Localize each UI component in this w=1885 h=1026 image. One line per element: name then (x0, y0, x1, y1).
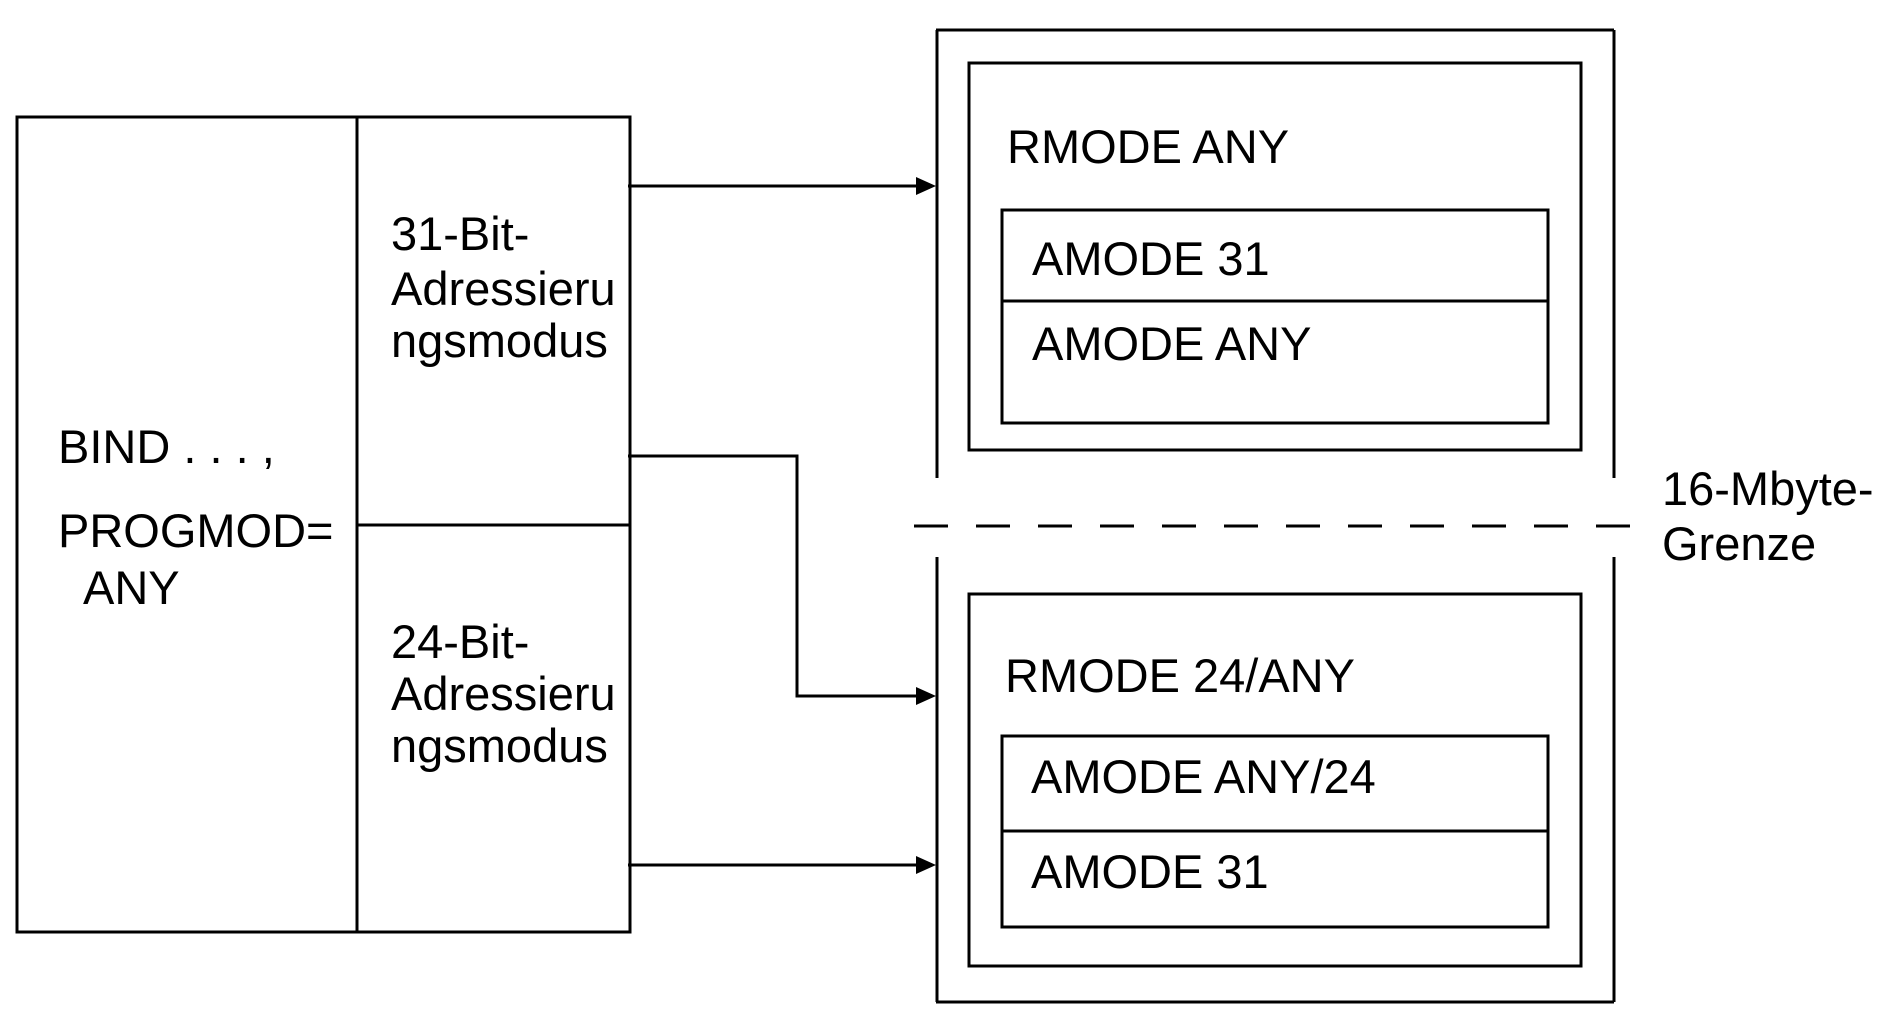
mode-31-line-3: ngsmodus (391, 314, 608, 367)
upper-amode-1: AMODE 31 (1032, 232, 1270, 285)
arrowhead-icon (916, 856, 936, 874)
progmod-value-text: ANY (83, 561, 180, 614)
bind-command-text: BIND . . . , (58, 420, 275, 473)
upper-region-box (967, 61, 1583, 452)
boundary-label-line-2: Grenze (1662, 517, 1816, 570)
upper-amode-2: AMODE ANY (1032, 317, 1311, 370)
lower-region: RMODE 24/ANY AMODE ANY/24 AMODE 31 (967, 592, 1583, 968)
upper-rmode-text: RMODE ANY (1007, 120, 1289, 173)
lower-region-box (967, 592, 1583, 968)
arrowhead-icon (916, 177, 936, 195)
connector-31-to-lower (628, 454, 936, 705)
lower-rmode-text: RMODE 24/ANY (1005, 649, 1355, 702)
mode-24-line-2: Adressieru (391, 667, 616, 720)
mode-31-line-1: 31-Bit- (391, 207, 529, 260)
upper-amode-table (1000, 208, 1550, 425)
upper-region: RMODE ANY AMODE 31 AMODE ANY (967, 61, 1583, 452)
boundary-label-line-1: 16-Mbyte- (1662, 462, 1874, 515)
mode-24-line-1: 24-Bit- (391, 615, 529, 668)
mode-31-bit-label: 31-Bit- Adressieru ngsmodus (391, 207, 616, 367)
progmod-text: PROGMOD= (58, 504, 334, 557)
memory-frame (935, 28, 1616, 1004)
mode-24-line-3: ngsmodus (391, 719, 608, 772)
lower-amode-2: AMODE 31 (1031, 845, 1269, 898)
connector-line (628, 454, 918, 698)
lower-amode-1: AMODE ANY/24 (1031, 750, 1376, 803)
connector-24-to-lower (628, 856, 936, 874)
connector-31-to-upper (628, 177, 936, 195)
bind-block: BIND . . . , PROGMOD= ANY 31-Bit- Adress… (15, 115, 632, 934)
mode-24-bit-label: 24-Bit- Adressieru ngsmodus (391, 615, 616, 772)
16mb-boundary: 16-Mbyte- Grenze (914, 462, 1874, 570)
arrowhead-icon (916, 687, 936, 705)
mode-31-line-2: Adressieru (391, 262, 616, 315)
